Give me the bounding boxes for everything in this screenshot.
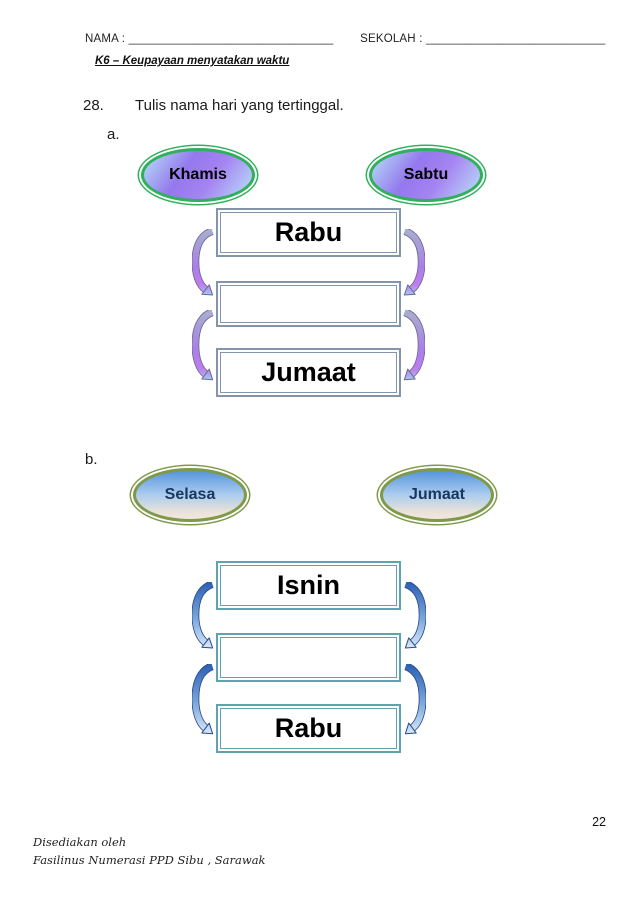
day-box-text: Isnin [276, 570, 340, 600]
day-box-text: Rabu [274, 713, 343, 743]
page-number: 22 [592, 815, 606, 829]
curved-down-arrow-icon [402, 229, 425, 299]
curved-down-arrow-icon [403, 664, 426, 738]
curved-down-arrow-icon [192, 310, 215, 384]
oval-text: Selasa [164, 486, 216, 503]
day-oval-selasa: Selasa [133, 468, 247, 522]
prepared-by-line2: Fasilinus Numerasi PPD Sibu , Sarawak [33, 853, 266, 867]
oval-text: Jumaat [408, 486, 466, 503]
day-oval-khamis: Khamis [141, 148, 255, 202]
curved-down-arrow-icon [403, 582, 426, 652]
day-box-text: Jumaat [261, 357, 356, 387]
oval-text: Khamis [169, 166, 227, 183]
section-a-label: a. [107, 126, 120, 143]
sekolah-blank-line[interactable]: ____________________________ [426, 33, 606, 45]
curved-down-arrow-icon [402, 310, 425, 384]
curved-down-arrow-icon [192, 229, 215, 299]
nama-blank-line[interactable]: ________________________________ [128, 33, 334, 45]
oval-text: Sabtu [403, 166, 449, 183]
header-row: NAMA : ________________________________ … [85, 33, 605, 45]
section-b-label: b. [85, 451, 98, 468]
sekolah-label: SEKOLAH : [360, 33, 423, 45]
day-box-text: Rabu [274, 217, 343, 247]
day-oval-sabtu: Sabtu [369, 148, 483, 202]
nama-label: NAMA : [85, 33, 126, 45]
question-number: 28. [83, 97, 104, 114]
curved-down-arrow-icon [192, 582, 215, 652]
day-box-answer-blank[interactable] [216, 281, 401, 327]
day-box-filled: Rabu [216, 208, 401, 257]
curved-down-arrow-icon [192, 664, 215, 738]
day-box-filled: Jumaat [216, 348, 401, 397]
day-box-filled: Isnin [216, 561, 401, 610]
day-box-answer-blank[interactable] [216, 633, 401, 682]
day-box-filled: Rabu [216, 704, 401, 753]
day-oval-jumaat: Jumaat [380, 468, 494, 522]
topic-heading: K6 – Keupayaan menyatakan waktu [95, 55, 290, 67]
question-text: Tulis nama hari yang tertinggal. [135, 97, 344, 114]
prepared-by-line1: Disediakan oleh [33, 835, 127, 849]
